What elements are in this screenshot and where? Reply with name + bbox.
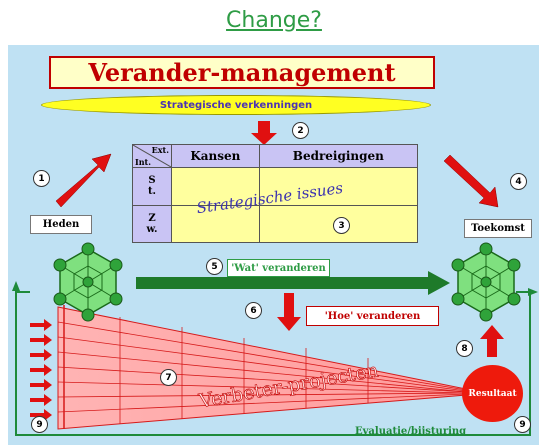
col-kansen: Kansen — [171, 144, 260, 168]
feedback-loop — [15, 291, 531, 436]
step-9-right-marker: 9 — [514, 416, 531, 433]
corner-diagonal — [133, 145, 171, 167]
arrow-step-8 — [480, 325, 504, 357]
step-4-marker: 4 — [510, 173, 527, 190]
funnel-grid-lines — [57, 317, 467, 424]
diagram-graphics — [12, 121, 538, 436]
diagram-title: Verander-management — [49, 56, 435, 89]
arrow-step-6 — [277, 293, 301, 331]
wat-veranderen-label: 'Wat' veranderen — [227, 259, 330, 277]
step-6-marker: 6 — [245, 302, 262, 319]
arrow-step-4 — [443, 154, 499, 208]
resultaat-circle: Resultaat — [462, 365, 523, 422]
diagram-slide: Verander-management Strategische verkenn… — [8, 45, 539, 445]
toekomst-box: Toekomst — [464, 219, 532, 238]
corner-int-label: Int. — [135, 157, 152, 167]
loop-arrow-right — [528, 288, 538, 296]
toekomst-network — [451, 242, 521, 322]
arrow-step-1 — [55, 153, 112, 208]
step-3-marker: 3 — [333, 217, 350, 234]
matrix-corner: Ext. Int. — [132, 144, 172, 168]
step-5-marker: 5 — [206, 258, 223, 275]
step-9-left-marker: 9 — [31, 416, 48, 433]
cell-s-bedreigingen — [258, 167, 419, 206]
evaluatie-label: Evaluatie/bijsturing — [355, 426, 467, 437]
wat-arrow — [136, 271, 450, 295]
input-arrows — [30, 319, 52, 421]
hoe-veranderen-label: 'Hoe' veranderen — [306, 306, 439, 326]
arrow-step-2 — [251, 121, 277, 145]
col-bedreigingen: Bedreigingen — [258, 144, 419, 168]
corner-ext-label: Ext. — [151, 145, 169, 155]
strategische-verkenningen-ellipse: Strategische verkenningen — [41, 95, 431, 115]
cell-z-kansen — [171, 204, 260, 243]
step-1-marker: 1 — [33, 170, 50, 187]
step-7-marker: 7 — [160, 369, 177, 386]
step-2-marker: 2 — [292, 122, 309, 139]
step-8-marker: 8 — [456, 340, 473, 357]
loop-arrow-left — [12, 281, 20, 291]
heden-box: Heden — [30, 215, 92, 234]
page-heading: Change? — [226, 8, 322, 33]
heden-network — [53, 242, 123, 322]
